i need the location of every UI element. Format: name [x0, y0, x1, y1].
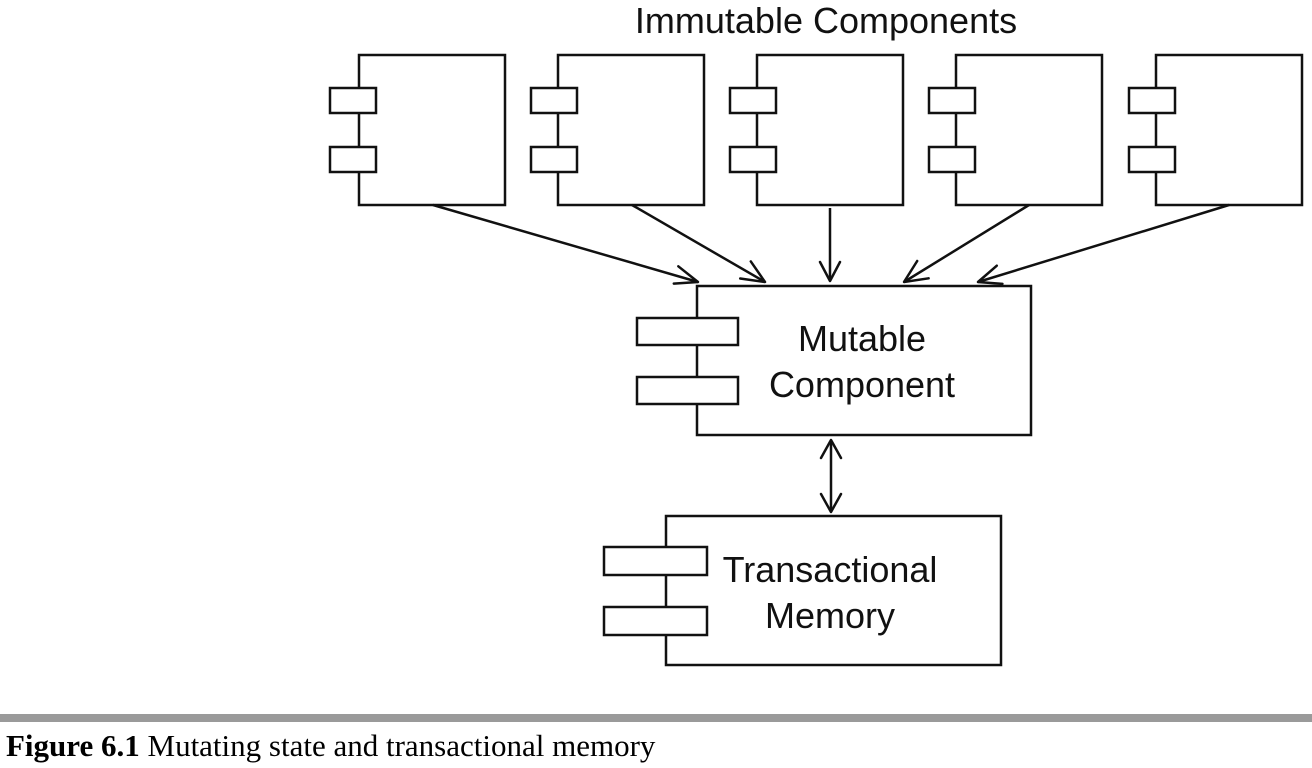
arrowhead-icon [818, 260, 842, 283]
component-port-top [927, 86, 977, 115]
component-port-bottom [328, 145, 378, 174]
arrowhead-icon [902, 259, 930, 284]
arrow-mutable-transactional-memory [819, 438, 843, 514]
component-port-bottom [635, 375, 740, 406]
component-port-top [728, 86, 778, 115]
immutable-component-3 [728, 53, 905, 207]
component-body [755, 53, 905, 207]
component-port-top [635, 316, 740, 347]
component-port-top [1127, 86, 1177, 115]
component-port-bottom [529, 145, 579, 174]
component-body [1154, 53, 1304, 207]
component-port-bottom [927, 145, 977, 174]
component-port-top [602, 545, 709, 577]
arrowhead-icon [738, 260, 767, 284]
arrowhead-icon [672, 265, 700, 285]
component-port-bottom [728, 145, 778, 174]
component-port-top [529, 86, 579, 115]
component-port-bottom [602, 605, 709, 637]
figure-caption: Figure 6.1 Mutating state and transactio… [6, 728, 655, 764]
arrow-immutable-5-to-mutable [976, 203, 1230, 286]
arrowhead-up-icon [819, 438, 843, 460]
component-body [695, 284, 1033, 437]
arrow-immutable-2-to-mutable [631, 203, 767, 284]
immutable-component-5 [1127, 53, 1304, 207]
mutable-component-label-line2: Component [769, 364, 955, 405]
component-body [357, 53, 507, 207]
component-port-top [328, 86, 378, 115]
immutable-components-label: Immutable Components [635, 0, 1017, 41]
immutable-component-1 [328, 53, 507, 207]
arrowhead-icon [976, 264, 1004, 286]
figure-caption-text: Mutating state and transactional memory [147, 728, 656, 763]
component-body [664, 514, 1003, 667]
component-body [556, 53, 706, 207]
transactional-memory-label-line1: Transactional [723, 549, 938, 590]
figure-label: Figure 6.1 [6, 728, 140, 763]
immutable-component-4 [927, 53, 1104, 207]
mutable-component: Mutable Component [635, 284, 1033, 437]
component-port-bottom [1127, 145, 1177, 174]
caption-divider [0, 714, 1312, 722]
mutable-component-label-line1: Mutable [798, 318, 926, 359]
transactional-memory-component: Transactional Memory [602, 514, 1003, 667]
transactional-memory-label-line2: Memory [765, 595, 895, 636]
immutable-component-2 [529, 53, 706, 207]
arrow-immutable-3-to-mutable [818, 208, 842, 283]
arrowhead-down-icon [819, 492, 843, 514]
component-body [954, 53, 1104, 207]
component-diagram: Immutable Components [328, 0, 1304, 667]
arrow-immutable-1-to-mutable [432, 203, 700, 285]
arrow-immutable-4-to-mutable [902, 203, 1030, 284]
